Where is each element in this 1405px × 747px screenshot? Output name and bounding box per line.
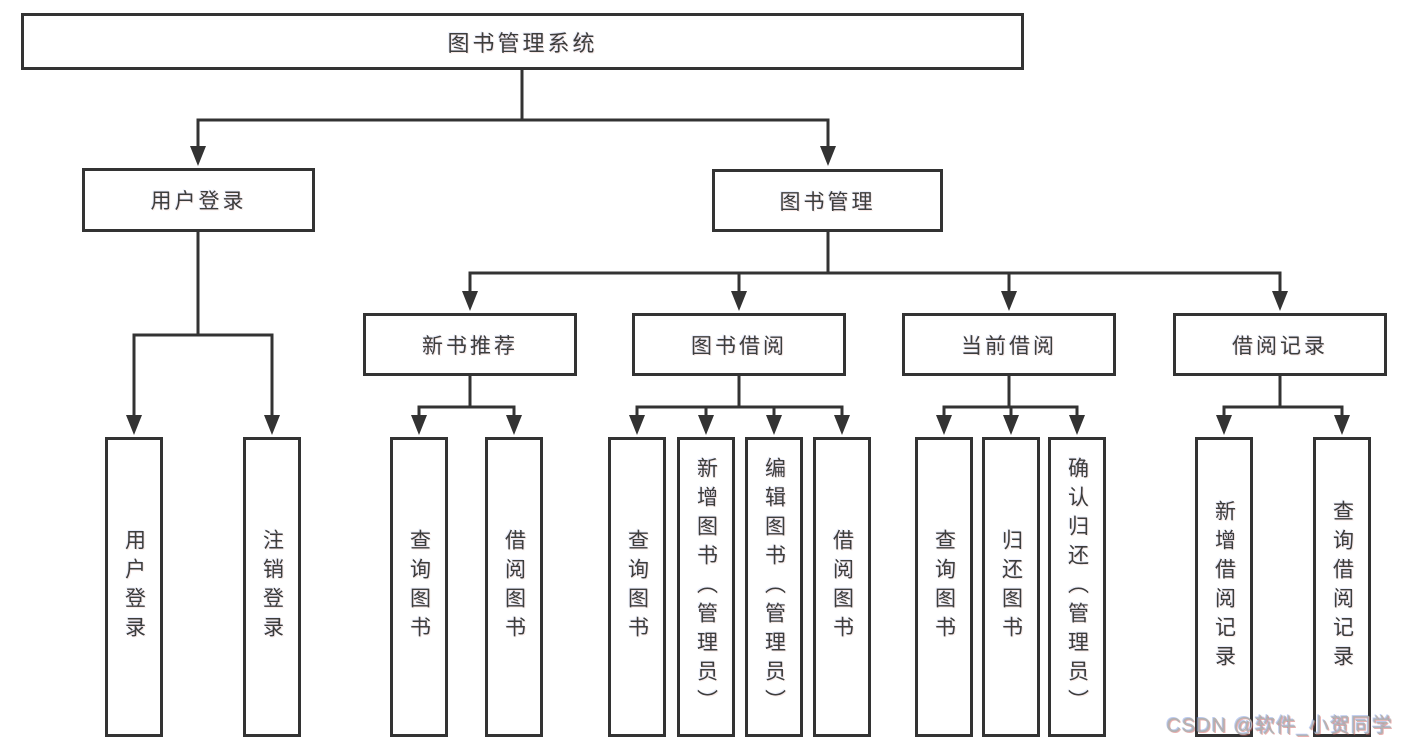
node-current-borrow: 当前借阅 [902, 313, 1116, 376]
node-leaf-user-login: 用户登录 [105, 437, 163, 737]
node-leaf-query-record-label: 查询借阅记录 [1330, 500, 1354, 674]
node-borrow-records: 借阅记录 [1173, 313, 1387, 376]
node-leaf-add-record-label: 新增借阅记录 [1212, 500, 1236, 674]
node-leaf-borrow-book-2: 借阅图书 [813, 437, 871, 737]
node-leaf-confirm-return: 确认归还（管理员） [1048, 437, 1106, 737]
node-leaf-logout: 注销登录 [243, 437, 301, 737]
node-leaf-query-book-1-label: 查询图书 [407, 529, 431, 645]
node-leaf-user-login-label: 用户登录 [122, 529, 146, 645]
node-user-login: 用户登录 [82, 168, 315, 232]
node-leaf-edit-book: 编辑图书（管理员） [745, 437, 803, 737]
connector-borrow-records-children [1222, 374, 1344, 419]
node-leaf-query-record: 查询借阅记录 [1313, 437, 1371, 737]
connector-user-login-children [132, 230, 274, 419]
node-leaf-query-book-1: 查询图书 [390, 437, 448, 737]
node-leaf-query-book-3-label: 查询图书 [932, 529, 956, 645]
node-leaf-borrow-book-2-label: 借阅图书 [830, 529, 854, 645]
node-book-mgmt: 图书管理 [712, 169, 943, 232]
node-leaf-confirm-return-label: 确认归还（管理员） [1065, 456, 1089, 718]
node-leaf-query-book-3: 查询图书 [915, 437, 973, 737]
node-leaf-query-book-2-label: 查询图书 [625, 529, 649, 645]
node-user-login-label: 用户登录 [150, 190, 247, 213]
connector-current-borrow-children [942, 374, 1079, 419]
node-leaf-query-book-2: 查询图书 [608, 437, 666, 737]
node-book-mgmt-label: 图书管理 [779, 190, 876, 214]
node-current-borrow-label: 当前借阅 [961, 334, 1057, 358]
node-leaf-return-book-label: 归还图书 [999, 529, 1023, 645]
node-book-borrow: 图书借阅 [632, 313, 846, 376]
csdn-watermark: CSDN @软件_小贺同学 [1166, 715, 1393, 737]
connector-book-mgmt-children [468, 230, 1282, 295]
connector-new-book-rec-children [417, 374, 516, 419]
node-leaf-edit-book-label: 编辑图书（管理员） [762, 456, 786, 718]
connector-book-borrow-children [635, 374, 844, 419]
node-new-book-rec-label: 新书推荐 [422, 334, 518, 358]
node-root-label: 图书管理系统 [447, 30, 598, 56]
node-leaf-add-book-label: 新增图书（管理员） [694, 456, 718, 718]
node-leaf-add-book: 新增图书（管理员） [677, 437, 735, 737]
node-leaf-add-record: 新增借阅记录 [1195, 437, 1253, 737]
node-book-borrow-label: 图书借阅 [691, 334, 787, 358]
node-leaf-borrow-book-1-label: 借阅图书 [502, 529, 526, 645]
node-leaf-return-book: 归还图书 [982, 437, 1040, 737]
node-new-book-rec: 新书推荐 [363, 313, 577, 376]
node-root: 图书管理系统 [21, 13, 1024, 70]
node-leaf-borrow-book-1: 借阅图书 [485, 437, 543, 737]
node-leaf-logout-label: 注销登录 [260, 529, 284, 645]
connector-root-to-level2 [196, 68, 830, 150]
node-borrow-records-label: 借阅记录 [1232, 334, 1328, 358]
